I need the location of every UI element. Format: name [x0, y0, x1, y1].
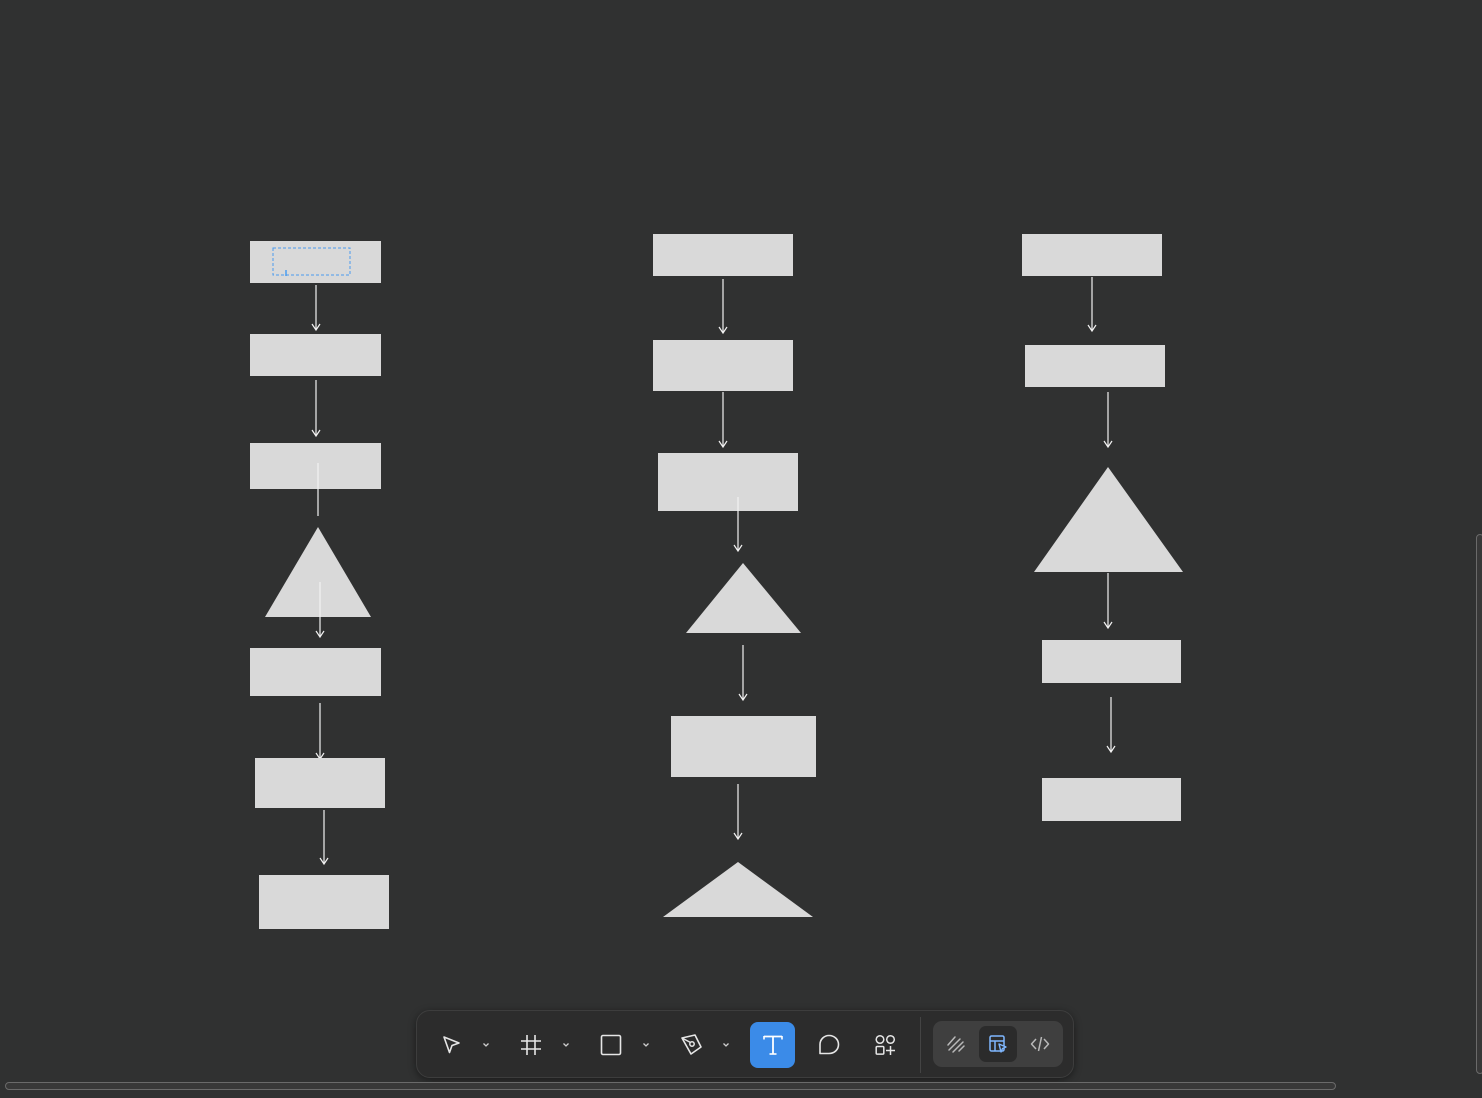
text-box-selection[interactable]: [272, 247, 351, 276]
arrow-head: [315, 630, 325, 639]
flow-rectangle[interactable]: [1042, 640, 1181, 683]
arrow-head: [733, 544, 743, 553]
pen-tool-button[interactable]: [671, 1022, 711, 1068]
arrow-head: [1106, 745, 1116, 754]
flow-rectangle[interactable]: [1022, 234, 1162, 276]
flow-column-right: [1022, 234, 1183, 821]
pen-tool-menu-chevron[interactable]: [719, 1038, 733, 1052]
flow-rectangle[interactable]: [653, 234, 793, 276]
flow-rectangle[interactable]: [255, 758, 385, 808]
cursor-arrow-icon: [443, 1036, 460, 1054]
arrow-head: [1103, 440, 1113, 449]
draw-mode-button[interactable]: [937, 1026, 975, 1062]
design-mode-button[interactable]: [979, 1026, 1017, 1062]
arrow-head: [319, 857, 329, 866]
comment-tool-button[interactable]: [809, 1022, 849, 1068]
flow-rectangle[interactable]: [658, 453, 798, 511]
bottom-toolbar: [416, 1010, 1074, 1078]
chevron-down-icon: [483, 1043, 489, 1047]
text-t-icon: [762, 1035, 783, 1055]
flow-rectangle[interactable]: [653, 340, 793, 391]
comment-bubble-icon: [819, 1034, 840, 1055]
flow-rectangle[interactable]: [1025, 345, 1165, 387]
arrow-head: [718, 440, 728, 449]
chevron-down-icon: [563, 1043, 569, 1047]
flow-rectangle[interactable]: [250, 241, 381, 283]
flow-triangle[interactable]: [265, 527, 371, 617]
move-tool-button[interactable]: [431, 1022, 471, 1068]
arrow-head: [1103, 621, 1113, 630]
flow-column-middle: [653, 234, 816, 917]
flow-rectangle[interactable]: [259, 875, 389, 929]
flow-column-left: [250, 241, 389, 929]
mode-switcher: [933, 1021, 1063, 1067]
rectangle-tool-button[interactable]: [591, 1022, 631, 1068]
text-tool-button[interactable]: [750, 1022, 795, 1068]
arrow-head: [718, 326, 728, 335]
frame-hash-icon: [521, 1035, 541, 1055]
design-layout-icon: [989, 1035, 1007, 1053]
draw-squiggle-icon: [947, 1036, 965, 1053]
chevron-down-icon: [723, 1043, 729, 1047]
move-tool-menu-chevron[interactable]: [479, 1038, 493, 1052]
pen-nib-icon: [681, 1034, 702, 1055]
frame-tool-menu-chevron[interactable]: [559, 1038, 573, 1052]
vertical-scrollbar[interactable]: [1476, 534, 1482, 1074]
flow-rectangle[interactable]: [671, 716, 816, 777]
chevron-down-icon: [643, 1043, 649, 1047]
flow-rectangle[interactable]: [250, 443, 381, 489]
flow-rectangle[interactable]: [250, 648, 381, 696]
arrow-head: [733, 832, 743, 841]
arrow-head: [311, 429, 321, 438]
flow-triangle[interactable]: [1034, 467, 1183, 572]
flow-rectangle[interactable]: [1042, 778, 1181, 821]
shapes-plus-icon: [875, 1034, 896, 1055]
horizontal-scrollbar[interactable]: [5, 1082, 1336, 1090]
flow-triangle[interactable]: [686, 563, 801, 633]
dev-mode-button[interactable]: [1021, 1026, 1059, 1062]
arrow-head: [738, 693, 748, 702]
arrow-head: [1087, 324, 1097, 333]
flow-rectangle[interactable]: [250, 334, 381, 376]
flow-triangle[interactable]: [663, 862, 813, 917]
arrow-head: [311, 323, 321, 332]
square-icon: [600, 1034, 622, 1056]
actions-tool-button[interactable]: [865, 1022, 905, 1068]
code-brackets-icon: [1030, 1036, 1050, 1052]
toolbar-divider: [920, 1017, 921, 1073]
frame-tool-button[interactable]: [511, 1022, 551, 1068]
rectangle-tool-menu-chevron[interactable]: [639, 1038, 653, 1052]
